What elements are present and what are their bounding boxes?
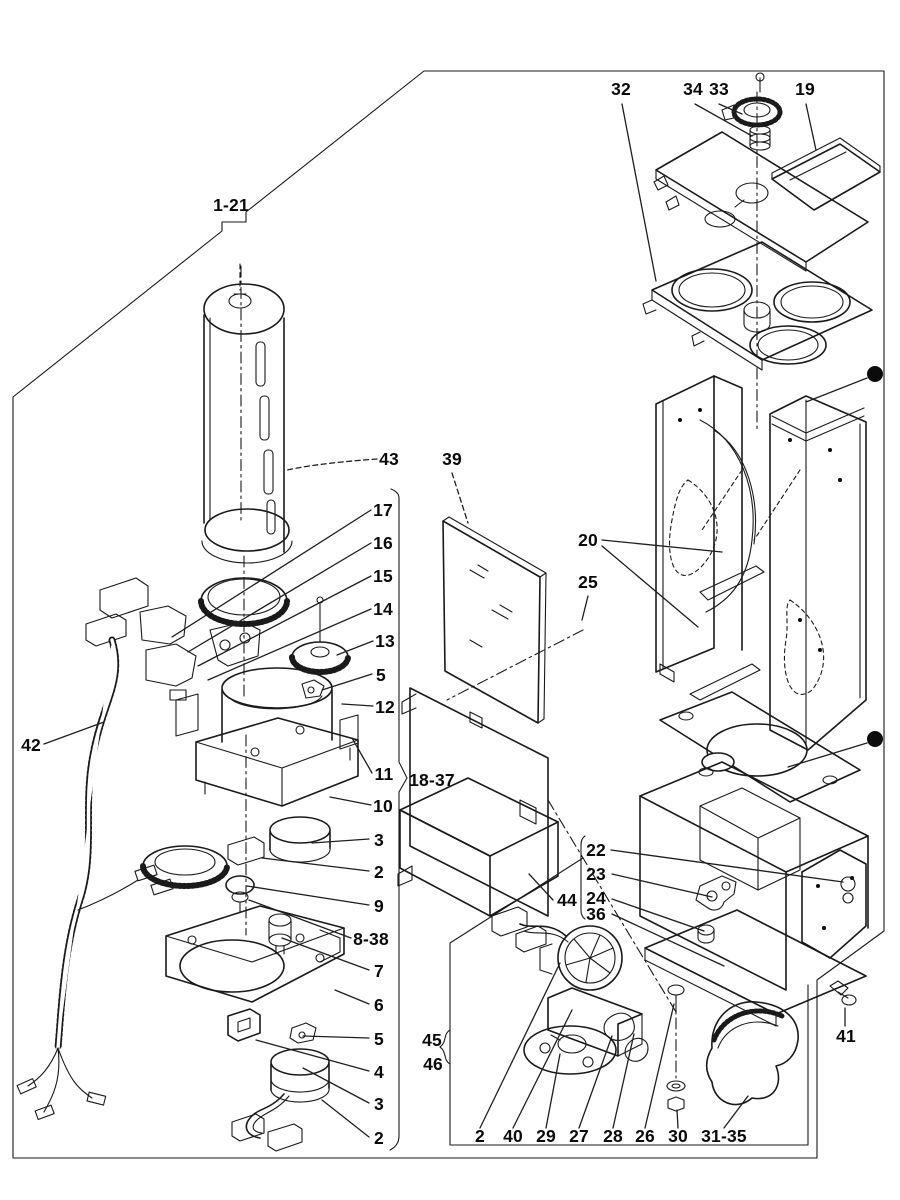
label-33: 33 — [709, 79, 729, 99]
label-10: 10 — [373, 796, 393, 816]
label-5-lower: 5 — [374, 1029, 384, 1049]
grinder-motor-group — [491, 906, 649, 1075]
label-2-lower: 2 — [374, 1128, 384, 1148]
upper-lid — [655, 131, 869, 263]
label-2-bottom: 2 — [475, 1126, 485, 1146]
label-5-upper: 5 — [376, 665, 386, 685]
callout-dot-markers — [867, 366, 883, 747]
label-16: 16 — [373, 533, 393, 553]
label-9: 9 — [374, 896, 384, 916]
ring-plate-32 — [651, 241, 873, 361]
screw-41 — [829, 980, 857, 1006]
coupling-pod — [227, 816, 331, 866]
label-44: 44 — [557, 890, 577, 910]
label-26: 26 — [635, 1126, 655, 1146]
outer-frame — [12, 70, 885, 1159]
burr-ring — [140, 845, 230, 889]
bottom-cover-box — [397, 777, 559, 917]
side-door — [801, 849, 867, 959]
label-2-upper: 2 — [374, 862, 384, 882]
back-panel — [401, 687, 549, 917]
label-31-35: 31-35 — [701, 1126, 747, 1146]
label-17: 17 — [373, 500, 393, 520]
brace-45-46 — [439, 1029, 451, 1065]
label-40: 40 — [503, 1126, 523, 1146]
label-22: 22 — [586, 840, 606, 860]
label-1-21: 1-21 — [213, 195, 249, 215]
label-8-38: 8-38 — [353, 929, 389, 949]
label-14: 14 — [373, 599, 393, 619]
label-41: 41 — [836, 1026, 856, 1046]
label-15: 15 — [373, 566, 393, 586]
part-labels: 1-21 32 34 33 19 43 39 17 16 15 14 13 5 … — [21, 79, 856, 1148]
label-36: 36 — [586, 904, 606, 924]
label-39: 39 — [442, 449, 462, 469]
leader-lines — [43, 103, 868, 1138]
drive-gear — [289, 596, 351, 675]
label-11: 11 — [375, 764, 394, 784]
small-hardware — [666, 875, 857, 1112]
hopper-cylinder — [201, 263, 293, 564]
retaining-clip-upper — [301, 679, 325, 699]
label-42: 42 — [21, 735, 41, 755]
label-25: 25 — [578, 572, 598, 592]
label-13: 13 — [375, 631, 395, 651]
main-body — [639, 761, 869, 1027]
label-24: 24 — [586, 888, 606, 908]
label-23: 23 — [586, 864, 606, 884]
bracket-18-37 — [389, 488, 408, 1151]
label-7: 7 — [374, 961, 384, 981]
chassis-tower — [655, 375, 867, 751]
label-34: 34 — [683, 79, 703, 99]
wiring-harness — [16, 577, 174, 1120]
side-lid-19 — [771, 143, 881, 211]
label-29: 29 — [536, 1126, 556, 1146]
label-3-upper: 3 — [374, 830, 384, 850]
drip-tray — [705, 1001, 799, 1106]
label-4: 4 — [374, 1062, 384, 1082]
notched-plate — [659, 691, 861, 803]
base-plate — [165, 905, 345, 1003]
label-45: 45 — [422, 1030, 442, 1050]
bracket-22-36 — [580, 835, 586, 920]
label-30: 30 — [668, 1126, 688, 1146]
motor-housing — [175, 667, 359, 807]
lid-assembly — [642, 72, 881, 371]
label-28: 28 — [603, 1126, 623, 1146]
label-19: 19 — [795, 79, 815, 99]
axis-lines — [240, 91, 758, 1079]
label-43: 43 — [379, 449, 399, 469]
micro-switch — [227, 1008, 261, 1042]
dot-marker-bottom — [867, 731, 883, 747]
adjuster-knob — [225, 875, 255, 913]
label-20: 20 — [578, 530, 598, 550]
base-platform — [644, 909, 867, 1015]
label-3-lower: 3 — [374, 1094, 384, 1114]
label-18-37: 18-37 — [409, 770, 455, 790]
motor-pod — [231, 1048, 330, 1152]
label-27: 27 — [569, 1126, 589, 1146]
spool-bobbin — [268, 913, 292, 955]
label-6: 6 — [374, 995, 384, 1015]
glass-panel — [442, 516, 547, 724]
label-12: 12 — [375, 697, 395, 717]
label-32: 32 — [611, 79, 631, 99]
label-46: 46 — [423, 1054, 443, 1074]
dot-marker-top — [867, 366, 883, 382]
retaining-clip-lower — [289, 1022, 317, 1044]
